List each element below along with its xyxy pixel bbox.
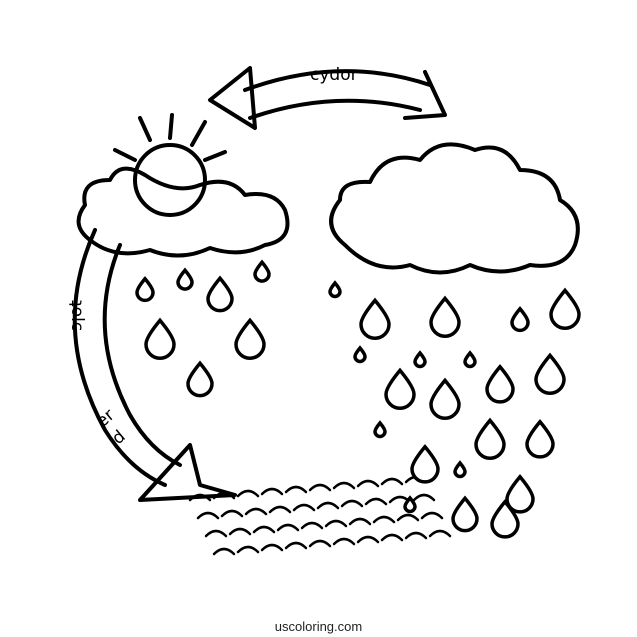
water-wave xyxy=(420,511,444,520)
water-wave xyxy=(236,545,260,554)
right-cloud xyxy=(329,142,580,275)
water-wave xyxy=(252,525,276,534)
top-arrow: cydor xyxy=(208,65,447,130)
raindrop xyxy=(413,350,427,369)
water-wave xyxy=(324,519,348,528)
raindrop xyxy=(453,460,467,479)
water-wave xyxy=(212,491,236,500)
water-wave xyxy=(372,515,396,524)
raindrop xyxy=(176,267,194,291)
water-wave xyxy=(268,505,292,514)
water-wave xyxy=(236,489,260,498)
water-wave xyxy=(260,543,284,552)
raindrop xyxy=(206,275,234,313)
water-wave xyxy=(396,513,420,522)
raindrop xyxy=(253,259,271,283)
sun xyxy=(113,113,227,217)
water-wave xyxy=(380,533,404,542)
water-wave xyxy=(332,537,356,546)
raindrop xyxy=(451,495,479,533)
right-raindrops xyxy=(328,280,581,539)
raindrop xyxy=(359,297,391,340)
raindrop xyxy=(186,360,214,398)
water-wave xyxy=(284,541,308,550)
raindrop xyxy=(373,420,387,439)
raindrop xyxy=(549,287,581,330)
water-wave xyxy=(356,479,380,488)
raindrop xyxy=(429,295,461,338)
water-wave xyxy=(308,483,332,492)
water-wave xyxy=(204,529,228,538)
raindrop xyxy=(463,350,477,369)
water-wave xyxy=(412,493,436,502)
raindrop xyxy=(534,352,566,395)
raindrop xyxy=(328,280,342,299)
raindrop xyxy=(410,444,440,484)
raindrop xyxy=(384,367,416,410)
water-wave xyxy=(276,523,300,532)
left-raindrops xyxy=(135,259,271,398)
top-arrow-label: cydor xyxy=(310,65,358,85)
water-wave xyxy=(364,497,388,506)
water-wave xyxy=(260,487,284,496)
water-wave xyxy=(316,501,340,510)
raindrop xyxy=(510,306,530,333)
raindrop xyxy=(490,499,520,539)
left-arrow-label-lower-b: d xyxy=(108,427,129,449)
water-wave xyxy=(292,503,316,512)
water-wave xyxy=(212,547,236,556)
water-wave xyxy=(300,521,324,530)
raindrop xyxy=(353,345,367,364)
raindrop xyxy=(525,419,555,459)
left-arrow-label-upper: ʇolc xyxy=(67,300,87,331)
water-wave xyxy=(228,527,252,536)
water-wave xyxy=(244,507,268,516)
water-wave xyxy=(332,481,356,490)
water-wave xyxy=(196,511,220,520)
water-wave xyxy=(308,539,332,548)
raindrop xyxy=(505,474,535,514)
site-credit: uscoloring.com xyxy=(274,619,363,634)
raindrop xyxy=(403,495,417,514)
raindrop xyxy=(135,276,155,303)
raindrop xyxy=(474,417,506,460)
water-wave xyxy=(220,509,244,518)
water-wave xyxy=(284,485,308,494)
water-wave xyxy=(380,477,404,486)
raindrop xyxy=(234,317,266,360)
water-wave xyxy=(428,529,452,538)
water-wave xyxy=(348,517,372,526)
left-arrow: ʇolc er d xyxy=(67,228,237,502)
water-wave xyxy=(340,499,364,508)
water-stream xyxy=(188,475,452,556)
left-cloud xyxy=(76,166,290,258)
raindrop xyxy=(144,317,176,360)
raindrop xyxy=(429,377,461,420)
raindrop xyxy=(485,364,515,404)
water-wave xyxy=(356,535,380,544)
water-wave xyxy=(404,531,428,540)
water-wave xyxy=(188,493,212,502)
